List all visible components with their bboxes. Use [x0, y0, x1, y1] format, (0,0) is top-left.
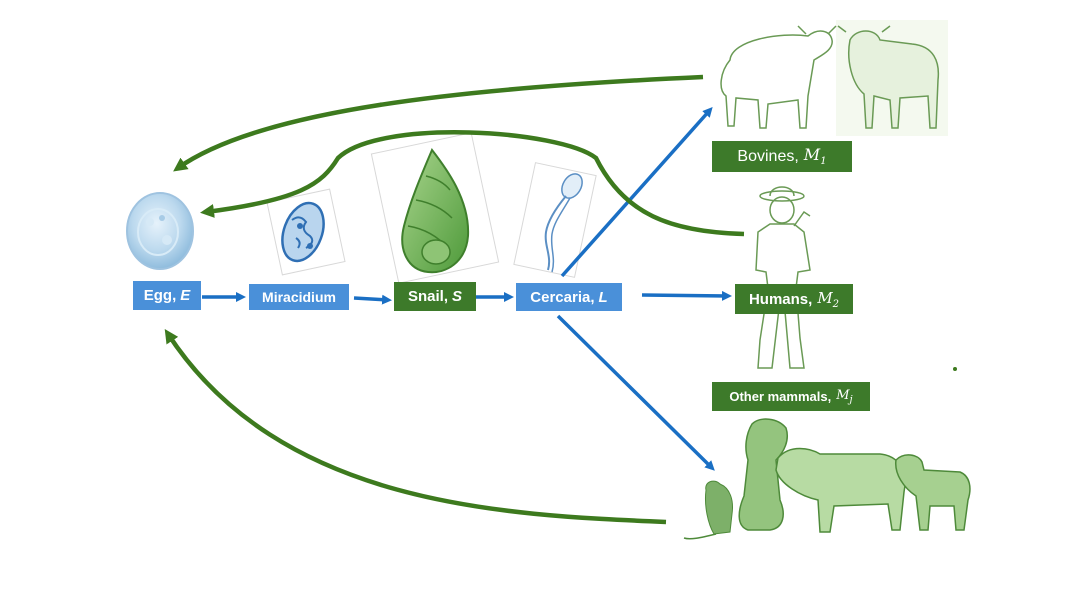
other-mammals-symbol-subscript: j	[849, 394, 853, 406]
cercaria-symbol: L	[598, 288, 608, 306]
other-mammals-symbol: Mj	[836, 388, 852, 406]
human-illustration	[755, 186, 811, 369]
snail-label-text: Snail,	[407, 288, 448, 305]
miracidium-illustration	[266, 188, 346, 276]
humans-symbol-letter: M	[817, 288, 833, 307]
egg-illustration	[126, 192, 194, 270]
bovines-symbol-subscript: 1	[820, 156, 827, 168]
cercaria-label: Cercaria, L	[516, 283, 622, 311]
egg-symbol: E	[180, 287, 191, 304]
green-arrows	[164, 74, 745, 525]
blue-arrows	[202, 107, 732, 471]
cercaria-illustration	[513, 162, 597, 278]
miracidium-label: Miracidium	[249, 284, 349, 310]
egg-label: Egg, E	[133, 281, 201, 310]
egg-label-text: Egg,	[143, 287, 177, 304]
cattle-illustration	[720, 20, 948, 136]
humans-symbol-subscript: 2	[832, 298, 840, 310]
arrow-cercaria-to-humans	[641, 290, 732, 301]
cercaria-label-text: Cercaria,	[530, 288, 595, 306]
humans-label: Humans, M2	[735, 284, 853, 314]
arrow-humans-to-egg	[200, 130, 745, 237]
arrow-miracidium-to-snail	[353, 294, 392, 305]
arrow-cercaria-to-bovines	[560, 107, 713, 278]
stray-dot	[953, 367, 957, 371]
snail-label: Snail, S	[394, 282, 476, 311]
bovines-symbol-letter: M	[803, 145, 821, 165]
arrow-bovines-to-egg	[173, 74, 704, 172]
bovines-label: Bovines, M1	[712, 141, 852, 172]
arrow-other-mammals-to-egg	[164, 328, 667, 525]
snail-symbol: S	[452, 288, 463, 305]
other-mammals-symbol-letter: M	[836, 387, 850, 403]
other-mammals-label: Other mammals, Mj	[712, 382, 870, 411]
humans-label-text: Humans,	[748, 290, 813, 308]
humans-symbol: M2	[817, 289, 839, 310]
mammals-illustration	[683, 418, 971, 540]
arrow-cercaria-to-other-mammals	[556, 314, 715, 471]
miracidium-label-text: Miracidium	[262, 289, 336, 305]
other-mammals-label-text: Other mammals,	[729, 389, 832, 404]
bovines-symbol: M1	[804, 145, 827, 167]
bovines-label-text: Bovines,	[737, 147, 799, 165]
snail-illustration	[370, 132, 500, 284]
